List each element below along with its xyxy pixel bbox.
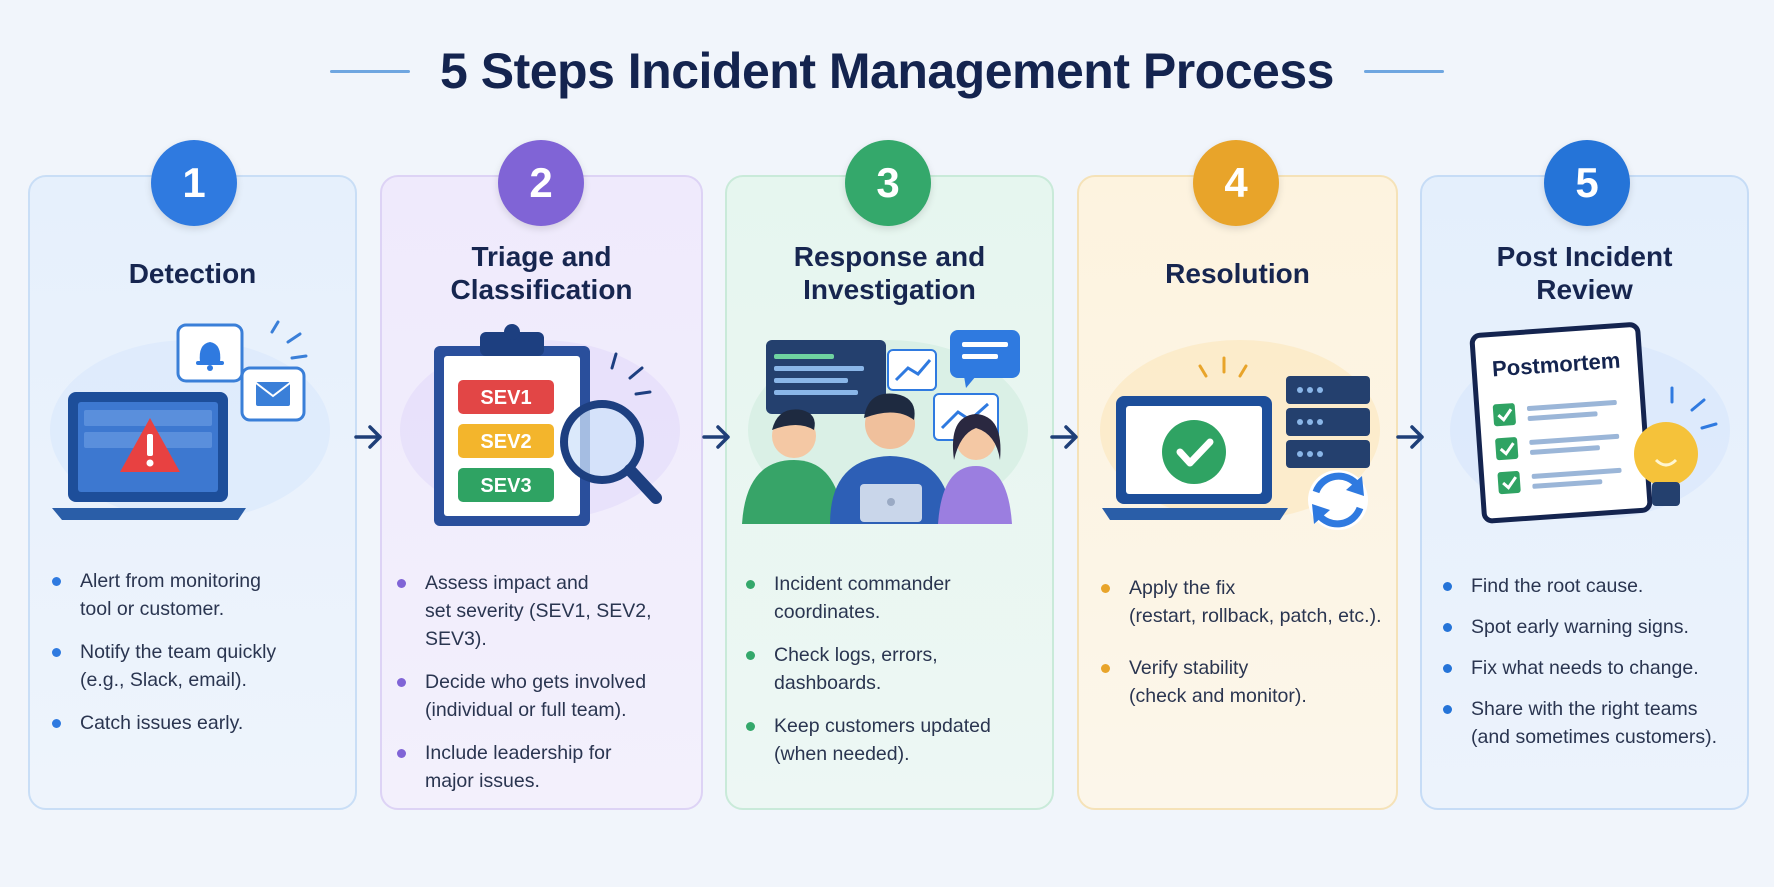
bullet-item: Apply the fix(restart, rollback, patch, … xyxy=(1101,574,1391,630)
step-1-number-badge: 1 xyxy=(151,140,237,226)
laptop-check-icon xyxy=(1102,396,1288,520)
arrow-right-icon-1 xyxy=(354,425,382,449)
svg-text:SEV2: SEV2 xyxy=(480,431,531,453)
bullet-item: Keep customers updated(when needed). xyxy=(746,712,1046,768)
arrow-right-icon-3 xyxy=(1050,425,1078,449)
step-5-number-badge: 5 xyxy=(1544,140,1630,226)
svg-text:SEV3: SEV3 xyxy=(480,475,531,497)
detection-illustration xyxy=(50,320,330,520)
header: 5 Steps Incident Management Process xyxy=(0,36,1774,106)
server-icon xyxy=(1286,376,1370,468)
chat-bubble-icon xyxy=(950,330,1020,388)
bullet-item: Notify the team quickly(e.g., Slack, ema… xyxy=(52,638,342,694)
code-monitor-icon xyxy=(766,340,886,414)
bullet-item: Find the root cause. xyxy=(1443,572,1743,600)
triage-illustration: SEV1 SEV2 SEV3 xyxy=(400,324,680,526)
step-4-bullets: Apply the fix(restart, rollback, patch, … xyxy=(1101,574,1391,725)
bell-icon xyxy=(176,323,244,383)
sev3-tag xyxy=(458,468,554,502)
bullet-item: Share with the right teams(and sometimes… xyxy=(1443,695,1743,751)
magnifier-icon xyxy=(560,400,662,504)
refresh-icon xyxy=(1308,470,1368,530)
step-1-title: Detection xyxy=(128,257,257,289)
step-2-number-badge: 2 xyxy=(498,140,584,226)
sev1-tag xyxy=(458,380,554,414)
arrow-right-icon-2 xyxy=(702,425,730,449)
light-bulb-icon xyxy=(1634,422,1698,506)
review-illustration: Postmortem xyxy=(1450,322,1730,524)
bullet-item: Catch issues early. xyxy=(52,709,342,737)
step-3-number-badge: 3 xyxy=(845,140,931,226)
page-title: 5 Steps Incident Management Process xyxy=(440,43,1334,99)
laptop-alert-icon xyxy=(52,392,246,520)
step-5-bullets: Find the root cause. Spot early warning … xyxy=(1443,572,1743,766)
bullet-item: Decide who gets involved(individual or f… xyxy=(397,668,697,724)
step-4-number-badge: 4 xyxy=(1193,140,1279,226)
response-illustration xyxy=(742,330,1028,524)
arrow-right-icon-4 xyxy=(1396,425,1424,449)
bullet-item: Spot early warning signs. xyxy=(1443,613,1743,641)
title-left-rule xyxy=(330,69,411,73)
sev2-tag xyxy=(458,424,554,458)
bullet-item: Verify stability(check and monitor). xyxy=(1101,654,1391,710)
bullet-item: Fix what needs to change. xyxy=(1443,654,1743,682)
resolution-illustration xyxy=(1100,340,1380,530)
postmortem-document-icon: Postmortem xyxy=(1469,322,1653,524)
mail-icon xyxy=(240,366,306,422)
team-icon xyxy=(742,393,1012,524)
step-4-title: Resolution xyxy=(1165,257,1310,289)
title-right-rule xyxy=(1363,69,1444,73)
svg-text:SEV1: SEV1 xyxy=(480,387,531,409)
bullet-item: Check logs, errors, dashboards. xyxy=(746,641,1046,697)
